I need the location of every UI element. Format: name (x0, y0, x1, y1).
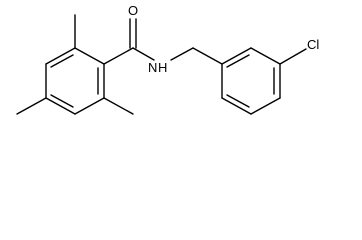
bond-ring1-d (45, 97, 76, 115)
bond-ring1-b (45, 47, 76, 65)
bond-ring1-a (74, 47, 105, 65)
bond-ring-carbonyl (103, 47, 134, 65)
molecule-structure: O N H Cl (16, 3, 319, 115)
bond-ring2-b (250, 47, 281, 65)
mesityl-ring (45, 47, 105, 115)
bond-ch2-ring (192, 47, 223, 65)
chlorophenyl-ring (221, 47, 281, 115)
bond-ring1-b-inner (50, 54, 74, 68)
bond-carbonyl-n (132, 47, 155, 61)
bond-n-ch2 (170, 47, 194, 61)
bond-ring2-a (221, 47, 252, 65)
nitrogen-label: N (148, 60, 157, 75)
methyl-groups (16, 14, 134, 115)
bond-ring2-a-inner (226, 54, 250, 68)
bond-ring2-e-inner (226, 94, 250, 108)
bond-c-cl (279, 48, 307, 65)
nitrogen-hydrogen-label: H (158, 60, 167, 75)
oxygen-label: O (128, 3, 138, 18)
amide-group (103, 18, 194, 65)
methyl-para (16, 97, 47, 115)
bond-ring2-d (250, 97, 281, 115)
bond-ring2-e (221, 97, 252, 115)
chlorine-label: Cl (307, 37, 319, 52)
bond-ring1-e (74, 97, 105, 115)
bond-ring1-d-inner (50, 94, 74, 108)
methyl-bottom (103, 97, 134, 115)
